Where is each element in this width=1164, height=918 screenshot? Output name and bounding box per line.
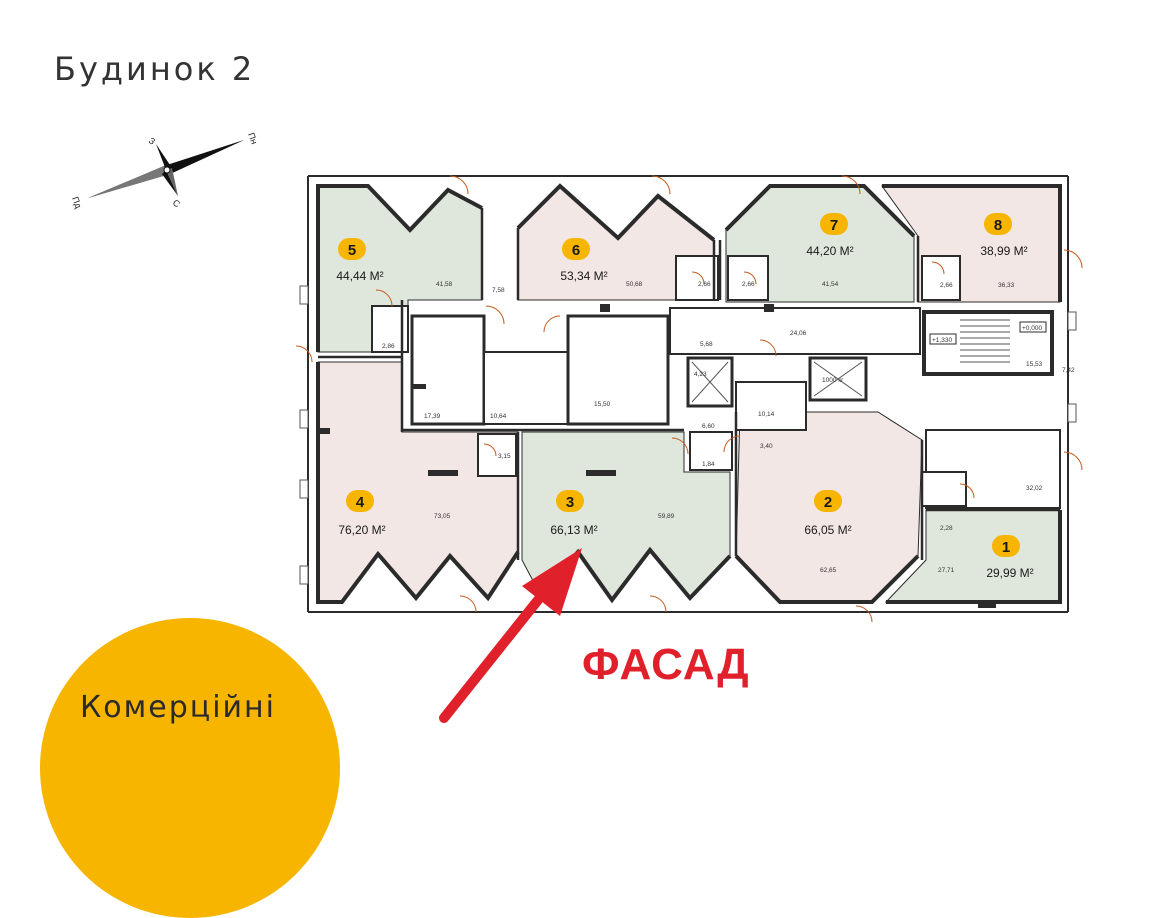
common-area-6: 4,23 (694, 371, 707, 378)
unit-8-number: 8 (994, 217, 1002, 234)
corridor (669, 307, 921, 355)
compass-rose-icon: З Пн Пд С (70, 131, 259, 210)
stair-steps (960, 319, 1010, 363)
svg-text:+0,000: +0,000 (1022, 325, 1042, 332)
unit-2-area-label: 66,05 М² (804, 523, 851, 537)
compass-label-south-short: Пд (70, 195, 84, 210)
unit-5-inner-area: 41,58 (436, 281, 453, 288)
level-mark-lower: +1,330 (929, 333, 957, 345)
unit-4-bath-area: 3,15 (498, 453, 511, 460)
lift-capacity: 1000 кг (822, 377, 844, 384)
unit-8-area-label: 38,99 М² (980, 244, 1027, 258)
unit-8-badge[interactable] (984, 213, 1012, 235)
unit-4-number: 4 (356, 494, 365, 511)
unit-5-badge[interactable] (338, 238, 366, 260)
common-area-4: 5,68 (700, 341, 713, 348)
common-area-0: 7,58 (492, 287, 505, 294)
unit-3-inner-area: 59,89 (658, 513, 675, 520)
storage-room-2 (483, 351, 569, 425)
common-area-3: 15,50 (594, 401, 611, 408)
unit-1-area-label: 29,99 М² (986, 566, 1033, 580)
common-area-2: 10,64 (490, 413, 507, 420)
commercial-badge-label: Комерційні (80, 690, 276, 725)
unit-1-bath-area: 2,28 (940, 525, 953, 532)
windows-left (299, 285, 1077, 585)
unit-4-badge[interactable] (346, 490, 374, 512)
commercial-badge[interactable] (40, 618, 340, 918)
unit-7-inner-area: 41,54 (822, 281, 839, 288)
unit-6-number: 6 (572, 242, 580, 259)
facade-label: ФАСАД (582, 640, 750, 689)
common-area-8: 1,84 (702, 461, 715, 468)
unit-7-number: 7 (830, 217, 838, 234)
unit-3-badge[interactable] (556, 490, 584, 512)
columns (320, 304, 996, 608)
unit-2-badge[interactable] (814, 490, 842, 512)
door-swings (295, 175, 1083, 623)
unit-6-badge[interactable] (562, 238, 590, 260)
unit-2-inner-area: 62,65 (820, 567, 837, 574)
unit-3-bath-area: 6,60 (702, 423, 715, 430)
unit-4-area-label: 76,20 М² (338, 523, 385, 537)
compass-label-south: С (171, 197, 182, 209)
unit-8-bath-area: 2,66 (940, 282, 953, 289)
common-area-11: 32,02 (1026, 485, 1043, 492)
common-area-7: 10,14 (758, 411, 775, 418)
unit-5-bath-area: 2,86 (382, 343, 395, 350)
unit-2-bath-area: 3,40 (760, 443, 773, 450)
unit-1-number: 1 (1002, 539, 1010, 556)
unit-7-bath-area: 2,66 (742, 281, 755, 288)
lobby (735, 381, 807, 431)
facade-arrow-icon (439, 548, 582, 723)
building-title: Будинок 2 (54, 50, 256, 88)
unit-6-area-label: 53,34 М² (560, 269, 607, 283)
unit-1-badge[interactable] (992, 535, 1020, 557)
common-area-1: 17,39 (424, 413, 441, 420)
unit-5-area-label: 44,44 М² (336, 269, 383, 283)
unit-1-inner-area: 27,71 (938, 567, 955, 574)
common-area-9: 15,53 (1026, 361, 1043, 368)
compass-label-north: Пн (246, 131, 259, 145)
bathrooms (371, 255, 967, 507)
unit-7-badge[interactable] (820, 213, 848, 235)
common-area-10: 7,42 (1062, 367, 1075, 374)
common-area-5: 24,06 (790, 330, 807, 337)
level-mark-upper: +0,000 (1019, 321, 1047, 333)
storage-room-1 (410, 314, 486, 426)
elevator-cross-icon (691, 361, 863, 403)
storage-room-3 (566, 314, 670, 426)
unit-4-inner-area: 73,05 (434, 513, 451, 520)
unit-6-inner-area: 50,68 (626, 281, 643, 288)
svg-text:+1,330: +1,330 (932, 337, 952, 344)
compass-label-west: З (147, 135, 157, 146)
unit-7-area-label: 44,20 М² (806, 244, 853, 258)
unit-6-bath-area: 2,66 (698, 281, 711, 288)
unit-5-number: 5 (348, 242, 356, 259)
unit-8-inner-area: 36,33 (998, 282, 1015, 289)
unit-3-area-label: 66,13 М² (550, 523, 597, 537)
unit-3-number: 3 (566, 494, 574, 511)
unit-2-number: 2 (824, 494, 832, 511)
